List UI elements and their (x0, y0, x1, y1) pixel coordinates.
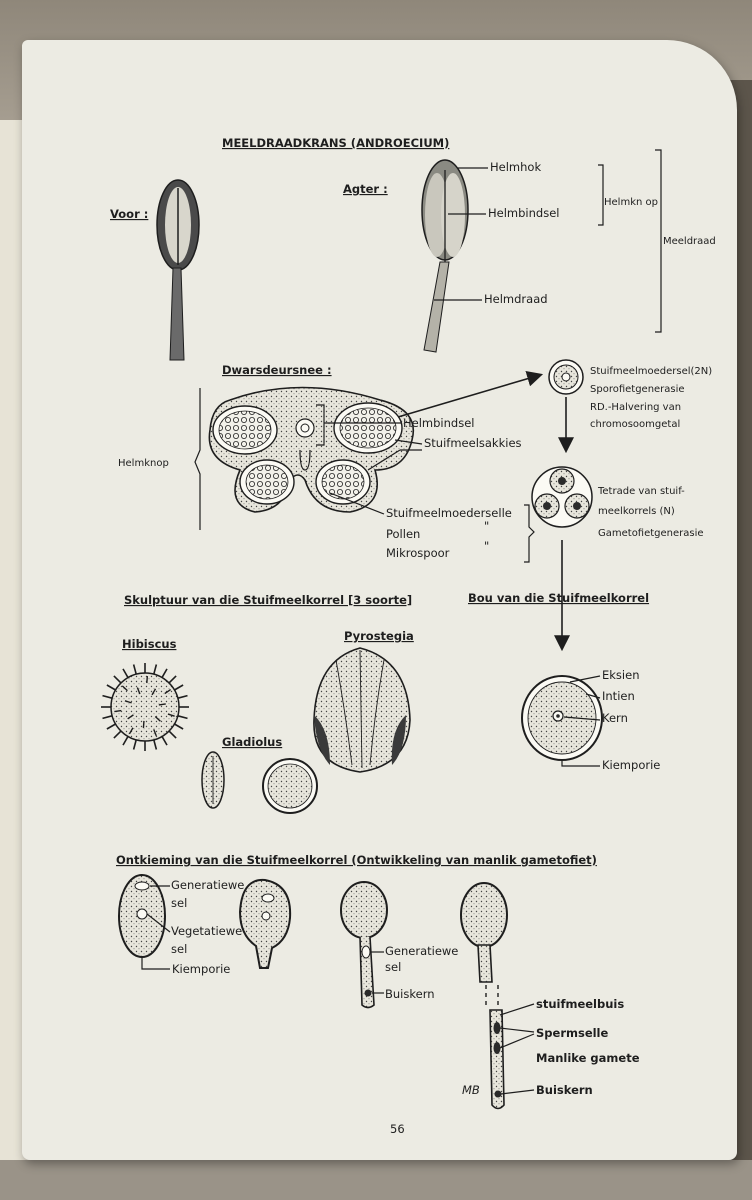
pollen-tube-label: stuifmeelbuis (536, 997, 624, 1011)
pollen-ditto-mark: " (484, 519, 489, 533)
male-gametes-label: Manlike gamete (536, 1051, 640, 1065)
pollen-sacs-label: Stuifmeelsakkies (424, 436, 522, 450)
generative-cell-label-1: Generatiewe (171, 878, 244, 892)
tetrad-line-3: Gametofietgenerasie (598, 528, 704, 539)
stamen-bracket-label: Meeldraad (663, 236, 716, 247)
germination-heading: Ontkieming van die Stuifmeelkorrel (Ontw… (116, 853, 597, 867)
pyrostegia-pollen-drawing (313, 647, 411, 773)
filament-label: Helmdraad (484, 292, 548, 306)
generative-cell-label-1b: sel (171, 896, 187, 910)
helmknop-brace (194, 388, 201, 530)
cross-section-heading: Dwarsdeursnee : (222, 363, 332, 377)
front-view-label: Voor : (110, 207, 148, 221)
exine-label: Eksien (602, 668, 639, 682)
sculpture-heading: Skulptuur van die Stuifmeelkorrel [3 soo… (124, 593, 412, 607)
vegetative-cell-label-b: sel (171, 942, 187, 956)
nucleus-label: Kern (602, 711, 628, 725)
intine-label: Intien (602, 689, 635, 703)
back-view-label: Agter : (343, 182, 388, 196)
artist-signature: MB (462, 1083, 480, 1097)
book-page (22, 40, 737, 1160)
stamen-front-drawing (156, 179, 200, 361)
anther-bracket (598, 164, 604, 226)
page-title: MEELDRAADKRANS (ANDROECIUM) (222, 136, 449, 150)
tetrad-line-2: meelkorrels (N) (598, 506, 675, 517)
hibiscus-pollen-drawing (101, 663, 189, 751)
mother-cell-line-3: RD.-Halvering van (590, 402, 681, 413)
hibiscus-label: Hibiscus (122, 637, 177, 651)
generative-cell-label-3: Generatiewe (385, 944, 458, 958)
germination-stage-1-drawing (118, 874, 166, 958)
pollen-mother-cells-label: Stuifmeelmoederselle (386, 506, 512, 520)
mother-cell-line-2: Sporofietgenerasie (590, 384, 685, 395)
pollen-grain-structure-drawing (521, 675, 603, 761)
helmknop-side-label: Helmknop (118, 458, 169, 469)
tube-nucleus-label-3: Buiskern (385, 987, 435, 1001)
gladiolus-pollen-drawing (201, 751, 318, 814)
pyrostegia-label: Pyrostegia (344, 629, 414, 643)
stamen-back-drawing (421, 159, 469, 353)
germ-pore-label: Kiemporie (602, 758, 660, 772)
connective-label: Helmbindsel (488, 206, 559, 220)
microspore-ditto-mark: " (484, 539, 489, 553)
pollen-label: Pollen (386, 527, 420, 541)
pollen-mother-cell-drawing (548, 359, 584, 395)
germination-stage-2-drawing (238, 878, 292, 969)
microspore-label: Mikrospoor (386, 546, 450, 560)
anther-bracket-label: Helmkn op (604, 197, 658, 208)
anther-cross-section (208, 386, 414, 513)
germ-pore-label-1: Kiemporie (172, 962, 230, 976)
generative-cell-label-3b: sel (385, 960, 401, 974)
tetrad-drawing (531, 466, 593, 528)
vegetative-cell-label: Vegetatiewe (171, 924, 242, 938)
tetrad-line-1: Tetrade van stuif- (597, 486, 685, 497)
tube-nucleus-label-4: Buiskern (536, 1083, 593, 1097)
gladiolus-label: Gladiolus (222, 735, 282, 749)
germination-stage-3-drawing (340, 881, 388, 1009)
stamen-bracket (655, 149, 662, 333)
anther-locule-label: Helmhok (490, 160, 541, 174)
structure-heading: Bou van die Stuifmeelkorrel (468, 591, 649, 605)
mother-cell-line-1: Stuifmeelmoedersel(2N) (590, 366, 712, 377)
page-number: 56 (390, 1122, 405, 1136)
connective-cs-label: Helmbindsel (403, 416, 474, 430)
germination-stage-4-drawing (460, 882, 508, 1110)
sperm-cells-label: Spermselle (536, 1026, 608, 1040)
mother-cell-line-4: chromosoomgetal (590, 419, 680, 430)
